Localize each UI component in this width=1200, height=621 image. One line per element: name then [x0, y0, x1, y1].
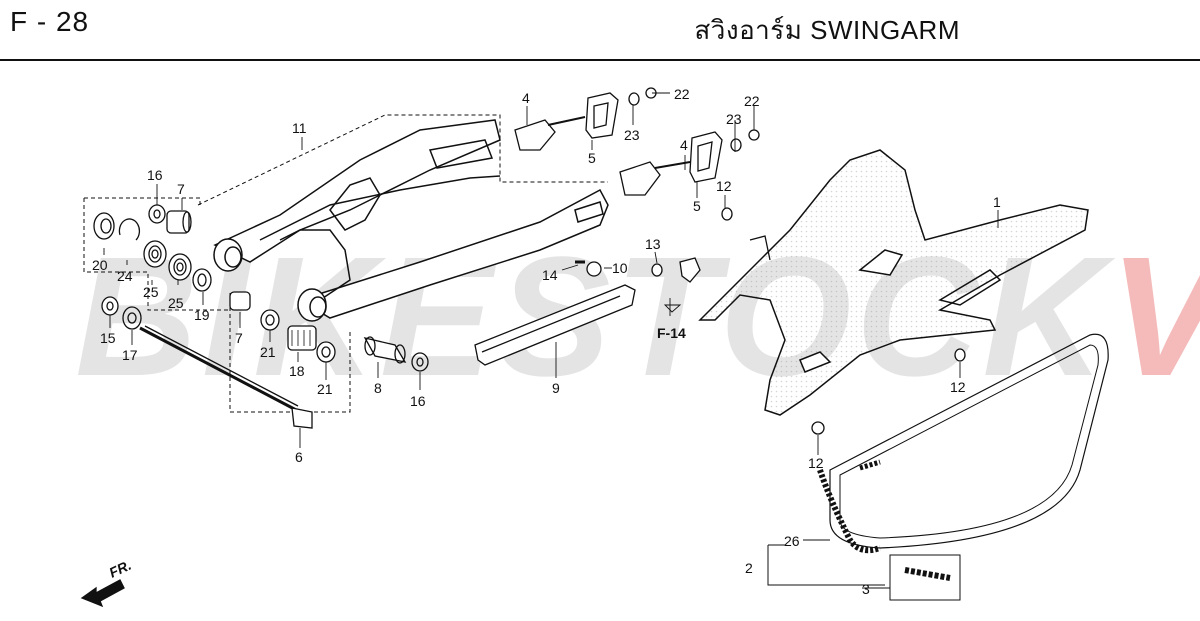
section-ref-f14: F-14 — [657, 325, 686, 341]
dust-seal-21b — [316, 341, 336, 363]
end-block-5b — [689, 131, 723, 183]
header-divider — [0, 59, 1200, 61]
page-title: สวิงอาร์ม SWINGARM — [694, 15, 960, 45]
bolt-13 — [651, 263, 663, 277]
collar-10 — [586, 261, 602, 277]
swingarm-part — [213, 119, 609, 322]
callout-17: 17 — [122, 347, 138, 363]
callout-21a: 21 — [260, 344, 276, 360]
callout-12a: 12 — [716, 178, 732, 194]
group-box-chain — [767, 544, 961, 601]
callout-22b: 22 — [744, 93, 760, 109]
adjuster-plate-4b — [619, 161, 691, 196]
bolt-12b — [954, 348, 966, 362]
front-marker-label: FR. — [107, 557, 134, 581]
master-link-3 — [904, 567, 951, 581]
callout-23b: 23 — [726, 111, 742, 127]
callout-7a: 7 — [177, 181, 185, 197]
callout-12b: 12 — [950, 379, 966, 395]
callout-12c: 12 — [808, 455, 824, 471]
dust-seal-19 — [192, 268, 212, 292]
pivot-bolt-6 — [139, 325, 313, 429]
adjuster-plate-4a — [514, 116, 586, 151]
chain-case-1 — [698, 149, 1089, 416]
callout-10: 10 — [612, 260, 628, 276]
callout-19: 19 — [194, 307, 210, 323]
callout-14: 14 — [542, 267, 558, 283]
chain-slider-9 — [474, 284, 636, 366]
washer-16b — [411, 352, 429, 372]
callout-15: 15 — [100, 330, 116, 346]
clamp — [679, 235, 771, 283]
callout-3: 3 — [862, 581, 870, 597]
callout-25a: 25 — [143, 284, 159, 300]
dust-seal-21a — [260, 309, 280, 331]
callout-4b: 4 — [680, 137, 688, 153]
end-block-5a — [585, 92, 619, 139]
callout-5a: 5 — [588, 150, 596, 166]
group-box-bearings — [83, 198, 230, 311]
callout-5b: 5 — [693, 198, 701, 214]
callout-18: 18 — [289, 363, 305, 379]
front-arrow-icon — [80, 579, 125, 608]
page-code: F - 28 — [10, 6, 90, 37]
callout-9: 9 — [552, 380, 560, 396]
group-box-arm — [197, 114, 608, 206]
bolt-12c — [811, 421, 825, 435]
callout-7b: 7 — [235, 330, 243, 346]
callout-8: 8 — [374, 380, 382, 396]
drive-chain-26 — [817, 333, 1109, 554]
callout-labels: 1 2 3 4 4 5 5 6 7 7 8 9 10 11 12 12 12 1… — [92, 86, 1001, 597]
collar-8 — [363, 336, 407, 364]
callout-26: 26 — [784, 533, 800, 549]
group-box-pivot — [84, 197, 201, 205]
group-box-collar — [229, 290, 351, 413]
washer-17 — [122, 306, 142, 330]
callout-11: 11 — [292, 120, 307, 136]
callout-20: 20 — [92, 257, 108, 273]
bolt-12a — [721, 207, 733, 221]
snap-ring-24 — [118, 218, 141, 241]
bearing-25a — [143, 240, 167, 268]
callout-6: 6 — [295, 449, 303, 465]
callout-22a: 22 — [674, 86, 690, 102]
callout-1: 1 — [993, 194, 1001, 210]
bearing-25b — [168, 253, 192, 281]
leader-lines — [103, 92, 999, 589]
callout-4a: 4 — [522, 90, 530, 106]
callout-23a: 23 — [624, 127, 640, 143]
nut-15 — [101, 296, 119, 316]
needle-bearing-18 — [287, 325, 317, 351]
washer-16a — [148, 204, 166, 224]
collar-7b — [229, 291, 251, 311]
callout-24: 24 — [117, 268, 133, 284]
dust-seal-20 — [93, 212, 115, 240]
callout-25b: 25 — [168, 295, 184, 311]
callout-13: 13 — [645, 236, 661, 252]
callout-2: 2 — [745, 560, 753, 576]
collar-7a — [166, 210, 192, 234]
watermark-part-b: VN — [1109, 222, 1200, 412]
callout-16a: 16 — [147, 167, 163, 183]
callout-21b: 21 — [317, 381, 333, 397]
callout-16b: 16 — [410, 393, 426, 409]
